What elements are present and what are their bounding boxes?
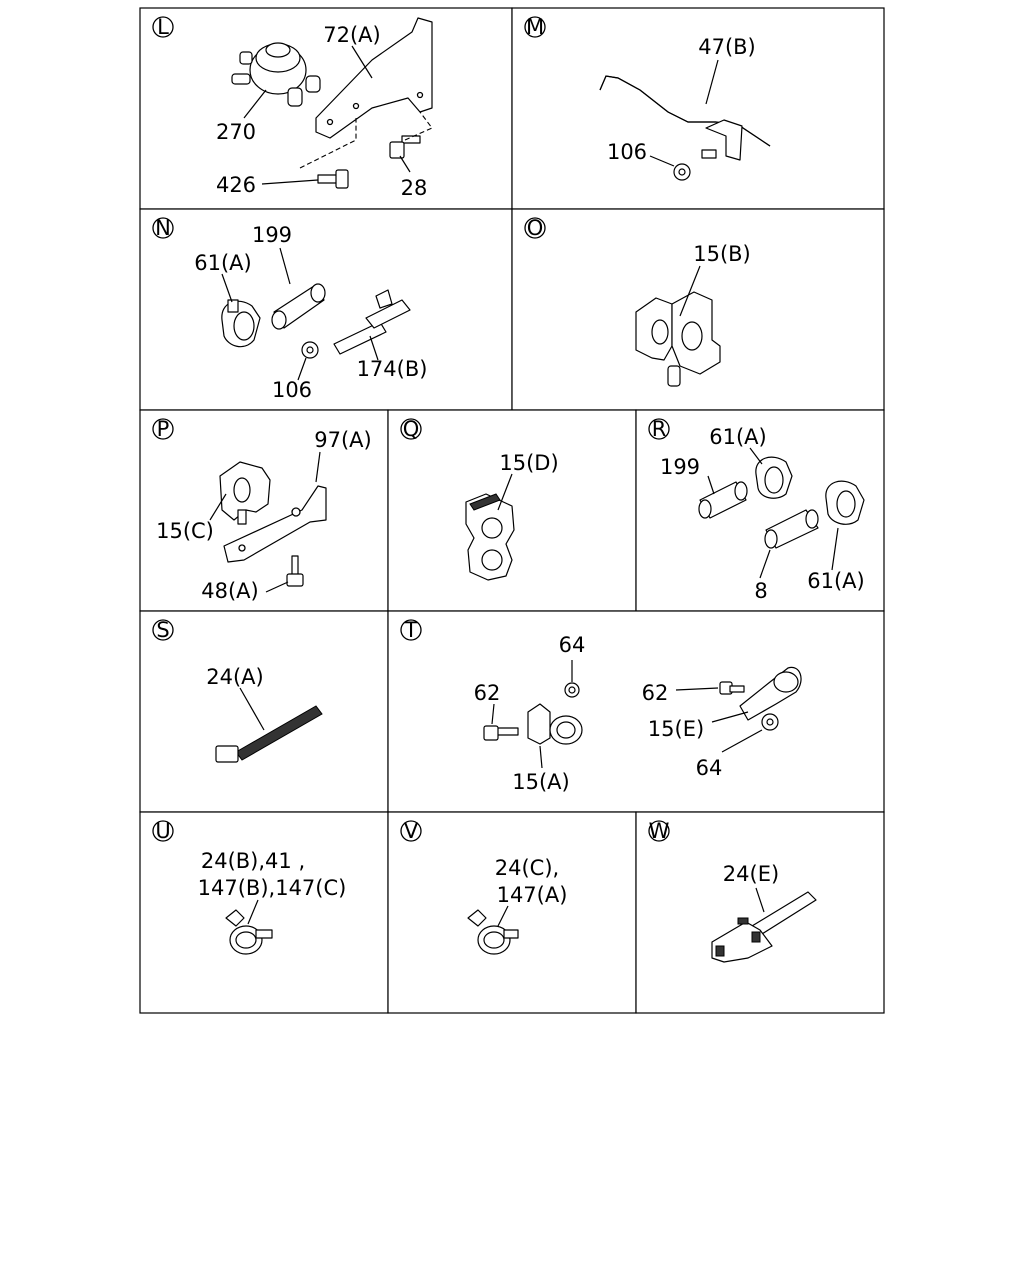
label-62-t1: 62 [474, 681, 501, 705]
panel-v: V 24(C), 147(A) [387, 811, 637, 1014]
panel-r: R 61(A) 199 8 61(A) [635, 409, 885, 612]
panel-s-letter: S [156, 618, 169, 642]
panel-s: S 24(A) [139, 610, 389, 813]
panel-l-letter: L [157, 15, 169, 39]
panel-o-marker [524, 217, 546, 239]
label-8: 8 [754, 579, 767, 603]
label-174b: 174(B) [357, 357, 428, 381]
label-24a: 24(A) [206, 665, 263, 689]
bolt-62-t1 [483, 725, 519, 741]
label-u-line2: 147(B),147(C) [198, 876, 347, 900]
panel-q: Q 15(D) [387, 409, 637, 612]
tube-199-n [271, 283, 326, 330]
bracket-97a [223, 485, 327, 563]
panel-m-letter: M [526, 15, 544, 39]
panel-v-marker [400, 820, 422, 842]
panel-n-letter: N [155, 216, 171, 240]
panel-q-marker [400, 418, 422, 440]
label-24e: 24(E) [723, 862, 779, 886]
panel-t-marker [400, 619, 422, 641]
nut-106-m [673, 149, 717, 181]
clip-15b [635, 291, 721, 387]
panel-u-letter: U [155, 819, 170, 843]
panel-w-marker [648, 820, 670, 842]
label-v-line1: 24(C), [495, 856, 559, 880]
panel-v-letter: V [404, 819, 419, 843]
clip-15d [465, 493, 515, 581]
bracket-72a [315, 17, 433, 139]
label-61a-r1: 61(A) [709, 425, 766, 449]
bolt-62-t2 [719, 681, 745, 695]
hose-clamp-v [467, 909, 519, 955]
panel-p-marker [152, 418, 174, 440]
hose-clamp-u [225, 909, 273, 955]
panel-n-marker [152, 217, 174, 239]
panel-t: T 64 62 15(A) 62 [387, 610, 885, 813]
stud-174b [333, 289, 411, 355]
label-61a-r2: 61(A) [807, 569, 864, 593]
label-426: 426 [216, 173, 256, 197]
label-15d: 15(D) [499, 451, 558, 475]
panel-m-marker [524, 16, 546, 38]
panel-p: P 97(A) 15(C) 48(A) [139, 409, 389, 612]
clip-61a-n [221, 299, 261, 348]
clip-61a-r2 [825, 480, 865, 525]
label-72a: 72(A) [323, 23, 380, 47]
vacuum-valve-270 [231, 42, 321, 107]
label-48a: 48(A) [201, 579, 258, 603]
label-28: 28 [401, 176, 428, 200]
label-106-n: 106 [272, 378, 312, 402]
label-199-n: 199 [252, 223, 292, 247]
label-199-r: 199 [660, 455, 700, 479]
label-270: 270 [216, 120, 256, 144]
nut-64-t1 [564, 682, 580, 698]
panel-o-letter: O [527, 216, 544, 240]
nut-64-t2 [761, 713, 779, 731]
bracket-m [705, 119, 743, 161]
label-15a: 15(A) [512, 770, 569, 794]
tube-8 [764, 509, 819, 549]
nut-106-n [301, 341, 319, 359]
panel-t-letter: T [404, 618, 418, 642]
label-u-line1: 24(B),41 , [201, 849, 305, 873]
label-64-t2: 64 [696, 756, 723, 780]
panel-r-letter: R [652, 417, 667, 441]
panel-m: M 47(B) 106 [511, 7, 885, 210]
panel-o: O 15(B) [511, 208, 885, 411]
label-64-t1: 64 [559, 633, 586, 657]
label-47b: 47(B) [698, 35, 756, 59]
bolt-28 [389, 135, 421, 159]
label-15c: 15(C) [156, 519, 214, 543]
panel-u-marker [152, 820, 174, 842]
cable-tie-24a [215, 705, 323, 763]
label-15e: 15(E) [648, 717, 704, 741]
bolt-426 [317, 169, 349, 189]
clip-24e [711, 891, 817, 963]
label-61a-n: 61(A) [194, 251, 251, 275]
panel-w: W 24(E) [635, 811, 885, 1014]
panel-p-letter: P [157, 417, 170, 441]
clamp-15a [527, 703, 583, 745]
panel-l-marker [152, 16, 174, 38]
panel-r-marker [648, 418, 670, 440]
tube-199-r [698, 481, 748, 519]
label-62-t2: 62 [642, 681, 669, 705]
panel-l: L 72(A) 270 426 2 [139, 7, 513, 210]
panel-s-marker [152, 619, 174, 641]
label-106-m: 106 [607, 140, 647, 164]
clip-15c [219, 461, 271, 525]
clamp-15e [739, 666, 802, 721]
label-v-line2: 147(A) [497, 883, 568, 907]
clip-61a-r1 [755, 456, 793, 499]
panel-n: N 199 61(A) 106 174(B) [139, 208, 513, 411]
bolt-48a [286, 555, 304, 587]
panel-w-letter: W [649, 819, 670, 843]
label-97a: 97(A) [314, 428, 371, 452]
panel-u: U 24(B),41 , 147(B),147(C) [139, 811, 389, 1014]
label-15b: 15(B) [693, 242, 751, 266]
panel-q-letter: Q [403, 417, 420, 441]
